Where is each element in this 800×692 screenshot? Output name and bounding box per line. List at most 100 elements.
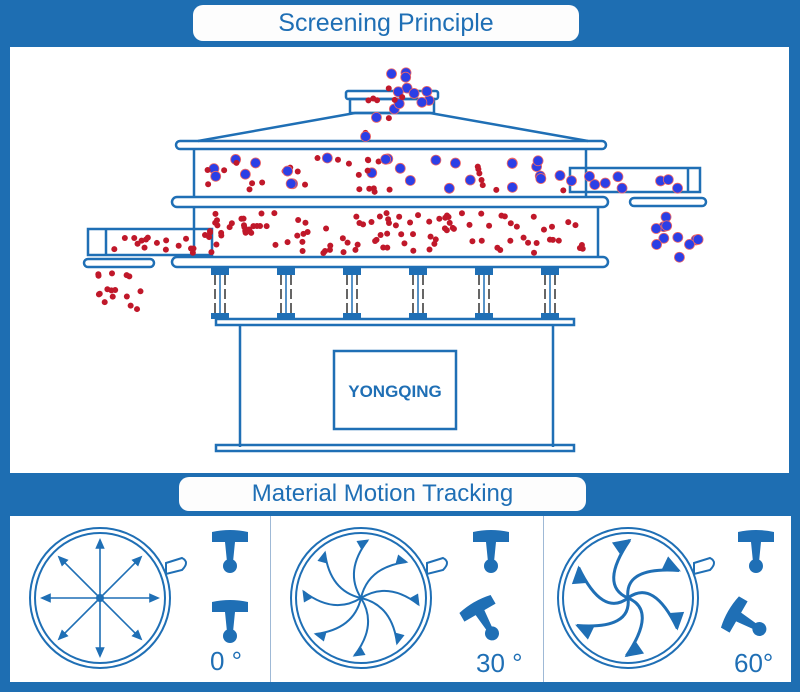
arrow-head	[661, 556, 681, 572]
coarse-particle	[416, 96, 428, 108]
fine-particle	[478, 237, 485, 244]
fine-particle	[386, 186, 393, 193]
fine-outlet-lip	[82, 257, 156, 269]
fine-particle	[494, 244, 501, 251]
coarse-particle	[672, 182, 683, 194]
fine-particle	[442, 214, 449, 221]
fine-particle	[175, 242, 182, 249]
fine-particle	[353, 213, 360, 220]
spring-top-mount	[211, 267, 229, 275]
arrow-head	[356, 539, 370, 550]
fine-particle	[513, 223, 520, 230]
hammer-weight-upright-icon	[212, 600, 248, 643]
fine-particle	[323, 225, 330, 232]
fine-particle	[112, 287, 119, 294]
fine-particle	[205, 181, 212, 188]
fine-particle	[246, 186, 253, 193]
hammer-weight-upright-icon	[738, 530, 774, 573]
motion-tracking-panels: 0 ° 30 ° 60°	[10, 516, 791, 682]
fine-particle	[294, 168, 301, 175]
angle-label: 30 °	[476, 648, 523, 678]
fine-particle	[531, 249, 538, 256]
spring-bottom-mount	[277, 313, 295, 319]
fine-particle	[436, 215, 443, 222]
spiral-flow-arrow	[360, 589, 420, 606]
spring-top-mount	[541, 267, 559, 275]
fine-particle	[340, 249, 347, 256]
fine-particle	[339, 235, 346, 242]
fine-particle	[207, 228, 214, 235]
base-plate	[214, 317, 576, 327]
arrow-head	[395, 554, 409, 565]
coarse-particle	[210, 170, 222, 182]
coarse-particle	[380, 153, 392, 165]
fine-particle	[221, 167, 228, 174]
fine-particle	[533, 240, 540, 247]
arrow-head	[95, 647, 105, 658]
fine-particle	[131, 234, 138, 241]
spring-bottom-mount	[211, 313, 229, 319]
fine-particle	[368, 218, 375, 225]
fine-particle	[383, 210, 390, 217]
arrow-head	[95, 538, 105, 549]
fine-particle	[385, 85, 392, 92]
fine-particle	[478, 210, 485, 217]
fine-particle	[572, 222, 579, 229]
fine-particle	[143, 236, 150, 243]
fine-particle	[450, 225, 457, 232]
fine-particle	[426, 246, 433, 253]
coarse-particle	[408, 87, 420, 99]
spring-top-mount	[343, 267, 361, 275]
coarse-particle	[662, 174, 674, 185]
spring-top-mount	[475, 267, 493, 275]
fine-particle	[486, 222, 493, 229]
spiral-flow-arrow	[302, 590, 362, 607]
coarse-particle	[321, 152, 333, 164]
coarse-particle	[421, 85, 433, 97]
fine-particle	[228, 220, 235, 227]
fine-particle	[443, 227, 450, 234]
fine-particle	[190, 245, 197, 252]
coarse-particle	[658, 232, 670, 244]
fine-particle	[377, 231, 384, 238]
dust-cover	[197, 111, 589, 143]
coarse-particle	[464, 174, 476, 186]
fine-particle	[302, 219, 309, 226]
coarse-particle	[599, 177, 611, 189]
fine-particle	[540, 226, 547, 233]
fine-particle	[525, 239, 532, 246]
coarse-particle	[394, 162, 406, 174]
angle-label: 0 °	[210, 646, 243, 676]
arrow-head	[394, 632, 405, 646]
fine-particle	[218, 232, 225, 239]
spiral-flow-arrow	[577, 566, 629, 605]
fine-particle	[334, 156, 341, 163]
arrow-head	[317, 550, 328, 564]
coarse-particle	[684, 238, 695, 250]
fine-particle	[137, 288, 144, 295]
fine-particle	[238, 215, 245, 222]
section-title-material-motion-tracking: Material Motion Tracking	[179, 477, 586, 511]
fine-particle	[370, 95, 377, 102]
spiral-flow-arrow	[352, 539, 369, 599]
fine-particle	[355, 171, 362, 178]
fine-particle	[384, 230, 391, 237]
discharge-spout	[426, 556, 448, 576]
fine-particle	[431, 240, 438, 247]
coarse-particle	[584, 170, 595, 182]
fine-particle	[371, 188, 378, 195]
coarse-particle	[535, 173, 547, 184]
fine-particle	[507, 237, 514, 244]
fine-particle	[401, 240, 408, 247]
particles	[95, 67, 704, 313]
fine-particle	[183, 235, 190, 242]
fine-particle	[233, 159, 240, 166]
fine-particle	[123, 293, 130, 300]
coarse-particle	[282, 165, 293, 177]
top-frame-ring	[174, 139, 608, 151]
screening-principle-diagram: YONGQING	[10, 47, 789, 473]
hammer-weight-tilted-60-icon	[720, 596, 767, 636]
fine-particle	[458, 210, 465, 217]
fine-particle	[250, 223, 257, 230]
coarse-particle	[450, 157, 461, 169]
